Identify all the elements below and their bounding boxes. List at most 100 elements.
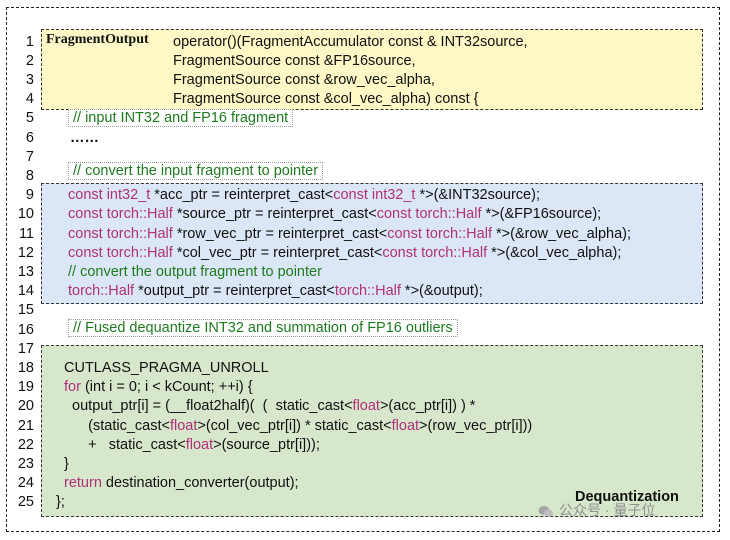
signature-box [41, 29, 703, 110]
keyword: torch::Half [421, 245, 488, 261]
line-number: 10 [17, 206, 34, 222]
code-line-18: CUTLASS_PRAGMA_UNROLL [64, 360, 269, 376]
watermark: 公众号 · 量子位 [538, 500, 655, 520]
code-line-10: const torch::Half *source_ptr = reinterp… [68, 205, 601, 224]
fragment-output-label: FragmentOutput [46, 32, 149, 47]
line-number: 12 [17, 245, 34, 261]
keyword: const [382, 245, 418, 261]
line-number: 24 [17, 475, 34, 491]
line-number: 6 [25, 130, 34, 146]
keyword: float [185, 437, 214, 453]
keyword: float [391, 418, 420, 434]
code-text: >(col_vec_ptr[i]) * static_cast< [197, 418, 392, 434]
line-number: 7 [25, 149, 34, 165]
code-line-20: output_ptr[i] = (__float2half)( ( static… [64, 397, 475, 416]
comment-input-fragment: // input INT32 and FP16 fragment [68, 109, 294, 128]
signature-line-4: FragmentSource const &col_vec_alpha) con… [173, 91, 479, 107]
line-number: 21 [17, 418, 34, 434]
code-text: (int i = 0; i < kCount; ++i) { [80, 379, 253, 395]
code-line-9: const int32_t *acc_ptr = reinterpret_cas… [68, 186, 540, 205]
comment-fused: // Fused dequantize INT32 and summation … [68, 319, 458, 338]
keyword: const [387, 226, 422, 242]
comment-text: // input INT32 and FP16 fragment [68, 109, 294, 127]
keyword: torch::Half [415, 206, 482, 222]
code-text: *acc_ptr = reinterpret_cast< [150, 187, 334, 203]
line-number: 9 [25, 187, 34, 203]
line-number: 25 [17, 494, 34, 510]
line-number: 3 [25, 72, 34, 88]
line-number: 20 [17, 398, 34, 414]
keyword: const [68, 187, 103, 203]
code-line-11: const torch::Half *row_vec_ptr = reinter… [68, 225, 631, 244]
dequantization-label: Dequantization [575, 489, 679, 505]
keyword: torch::Half [106, 245, 173, 261]
code-line-21: (static_cast<float>(col_vec_ptr[i]) * st… [64, 417, 532, 436]
line-number: 15 [17, 302, 34, 318]
code-line-22: + static_cast<float>(source_ptr[i])); [64, 436, 320, 455]
keyword: torch::Half [106, 206, 173, 222]
code-text: >(acc_ptr[i]) ) * [379, 398, 476, 414]
line-number: 11 [18, 226, 34, 242]
comment-convert-input: // convert the input fragment to pointer [68, 162, 324, 181]
code-text: *>(&col_vec_alpha); [487, 245, 622, 261]
code-text: + static_cast< [64, 437, 186, 453]
keyword: torch::Half [68, 283, 135, 299]
code-text: *source_ptr = reinterpret_cast< [172, 206, 377, 222]
line-number: 14 [17, 283, 34, 299]
code-text: >(source_ptr[i])); [213, 437, 320, 453]
line-number: 16 [17, 322, 34, 338]
keyword: torch::Half [334, 283, 401, 299]
ellipsis: …… [70, 130, 99, 146]
line-number: 18 [17, 360, 34, 376]
line-number: 2 [25, 53, 34, 69]
line-number: 5 [25, 110, 34, 126]
comment-convert-output: // convert the output fragment to pointe… [68, 264, 322, 280]
keyword: for [64, 379, 81, 395]
keyword: int32_t [106, 187, 151, 203]
line-number: 13 [17, 264, 34, 280]
line-number: 17 [17, 341, 34, 357]
line-number: 8 [25, 168, 34, 184]
keyword: int32_t [371, 187, 416, 203]
line-number: 19 [17, 379, 34, 395]
keyword: const [333, 187, 368, 203]
line-number: 22 [17, 437, 34, 453]
keyword: const [68, 245, 103, 261]
signature-line-2: FragmentSource const &FP16source, [173, 53, 416, 69]
keyword: torch::Half [106, 226, 173, 242]
code-text: *>(&output); [400, 283, 483, 299]
watermark-text: 公众号 · 量子位 [559, 502, 656, 518]
code-text: *>(&FP16source); [481, 206, 602, 222]
line-number: 1 [25, 34, 34, 50]
code-line-23: } [64, 456, 69, 472]
code-line-19: for (int i = 0; i < kCount; ++i) { [64, 378, 253, 397]
keyword: return [64, 475, 102, 491]
code-text: (static_cast< [64, 418, 170, 434]
wechat-icon [538, 505, 553, 517]
dequantization-box [41, 345, 703, 517]
code-text: >(row_vec_ptr[i])) [419, 418, 533, 434]
keyword: const [68, 206, 103, 222]
comment-text: // convert the input fragment to pointer [68, 162, 324, 180]
code-text: *row_vec_ptr = reinterpret_cast< [172, 226, 388, 242]
keyword: float [169, 418, 198, 434]
outer-frame [6, 7, 720, 532]
keyword: const [376, 206, 412, 222]
line-number: 4 [25, 91, 34, 107]
code-text: *output_ptr = reinterpret_cast< [134, 283, 335, 299]
comment-text: // Fused dequantize INT32 and summation … [68, 319, 458, 337]
signature-line-1: operator()(FragmentAccumulator const & I… [173, 34, 528, 50]
code-text: *>(&INT32source); [415, 187, 540, 203]
keyword: float [352, 398, 380, 414]
code-line-24: return destination_converter(output); [64, 474, 299, 493]
pointer-conversion-box [41, 183, 703, 304]
keyword: torch::Half [425, 226, 492, 242]
keyword: const [68, 226, 103, 242]
code-line-14: torch::Half *output_ptr = reinterpret_ca… [68, 282, 483, 301]
signature-line-3: FragmentSource const &row_vec_alpha, [173, 72, 435, 88]
line-number: 23 [17, 456, 34, 472]
code-text: output_ptr[i] = (__float2half)( ( static… [64, 398, 353, 414]
code-line-12: const torch::Half *col_vec_ptr = reinter… [68, 244, 621, 263]
code-text: destination_converter(output); [101, 475, 299, 491]
code-text: *col_vec_ptr = reinterpret_cast< [172, 245, 383, 261]
